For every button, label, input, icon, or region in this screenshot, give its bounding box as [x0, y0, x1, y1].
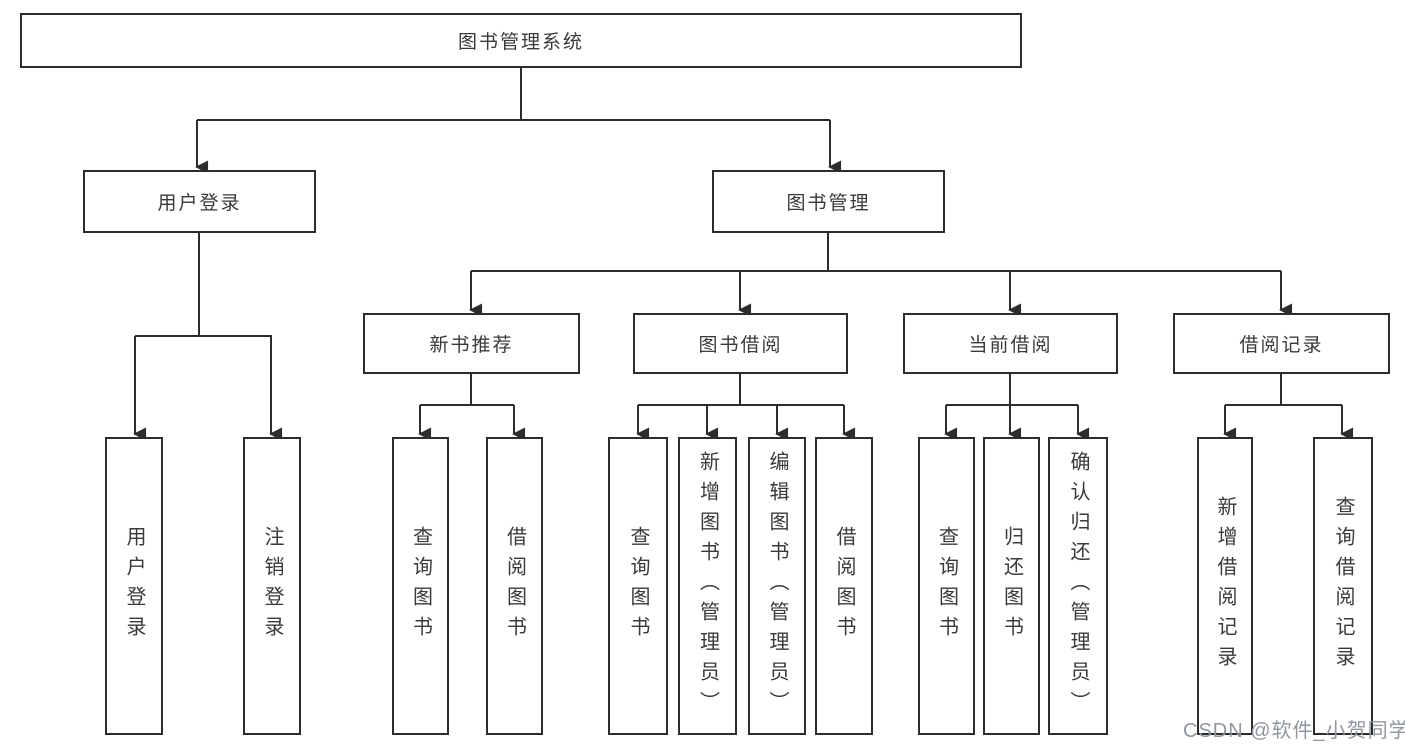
node-label: 借阅图书 — [503, 526, 526, 646]
leaf-query-book-2: 查询图书 — [608, 437, 668, 735]
node-user-login: 用户登录 — [83, 170, 316, 233]
node-label: 查询图书 — [627, 526, 649, 646]
node-label: 查询图书 — [935, 526, 958, 646]
leaf-query-borrow-record: 查询借阅记录 — [1313, 437, 1373, 735]
node-label: 查询图书 — [409, 526, 432, 646]
leaf-edit-book-admin: 编辑图书（管理员） — [748, 437, 806, 735]
node-current-borrow: 当前借阅 — [903, 313, 1118, 374]
node-label: 查询借阅记录 — [1332, 496, 1354, 676]
node-label: 确认归还（管理员） — [1067, 451, 1089, 721]
node-label: 新增借阅记录 — [1214, 496, 1236, 676]
watermark: CSDN @软件_小贺同学 — [1183, 720, 1405, 742]
node-label: 图书管理 — [786, 193, 871, 214]
leaf-query-book-3: 查询图书 — [918, 437, 975, 735]
leaf-user-login: 用户登录 — [105, 437, 163, 735]
node-label: 借阅图书 — [833, 526, 855, 646]
node-new-book-recommend: 新书推荐 — [363, 313, 580, 374]
leaf-add-book-admin: 新增图书（管理员） — [678, 437, 737, 735]
leaf-add-borrow-record: 新增借阅记录 — [1197, 437, 1253, 735]
node-label: 新书推荐 — [429, 335, 514, 356]
node-label: 用户登录 — [157, 193, 242, 214]
node-book-management: 图书管理 — [712, 170, 945, 233]
node-label: 用户登录 — [123, 526, 145, 646]
leaf-confirm-return-admin: 确认归还（管理员） — [1048, 437, 1108, 735]
node-root: 图书管理系统 — [20, 13, 1022, 68]
node-borrow-records: 借阅记录 — [1173, 313, 1390, 374]
node-label: 当前借阅 — [968, 335, 1053, 356]
leaf-query-book-1: 查询图书 — [392, 437, 449, 735]
leaf-borrow-book-2: 借阅图书 — [815, 437, 873, 735]
leaf-logout: 注销登录 — [243, 437, 301, 735]
node-label: 新增图书（管理员） — [696, 451, 719, 721]
node-label: 编辑图书（管理员） — [766, 451, 788, 721]
node-label: 归还图书 — [1000, 526, 1023, 646]
node-book-borrow: 图书借阅 — [633, 313, 848, 374]
leaf-return-book: 归还图书 — [983, 437, 1040, 735]
node-label: 借阅记录 — [1239, 335, 1324, 356]
node-label: 图书管理系统 — [457, 32, 584, 53]
node-label: 图书借阅 — [698, 335, 783, 356]
leaf-borrow-book-1: 借阅图书 — [486, 437, 543, 735]
node-label: 注销登录 — [261, 526, 283, 646]
